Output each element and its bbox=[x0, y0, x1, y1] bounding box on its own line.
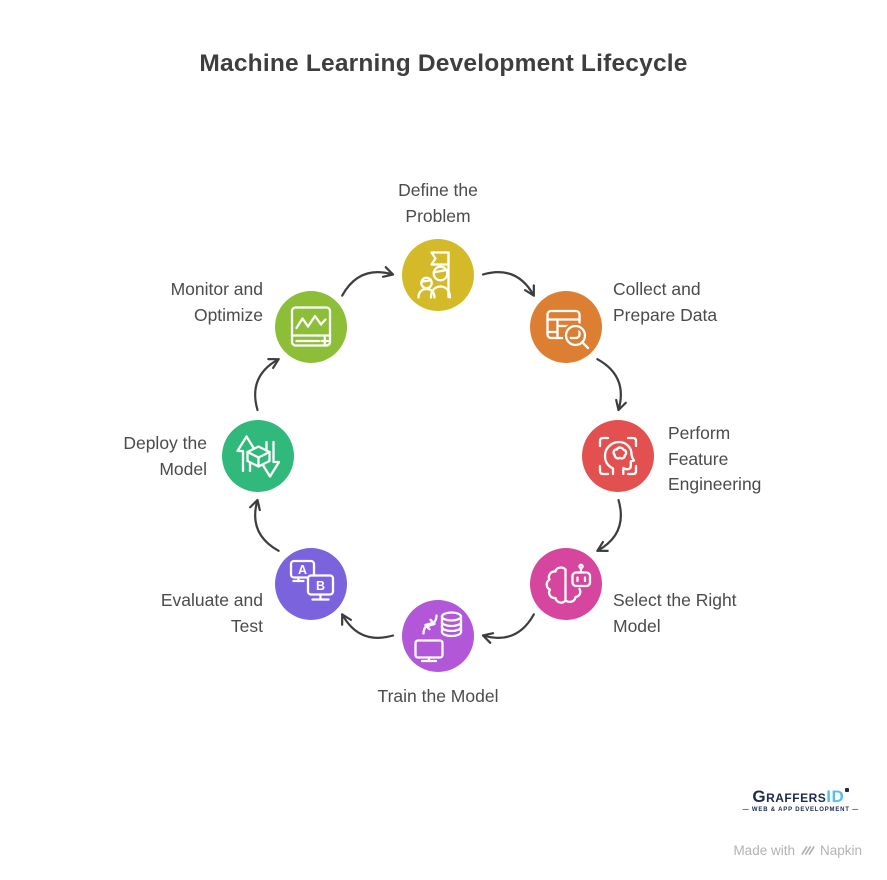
arrow-deploy-to-monitor bbox=[254, 358, 280, 412]
graffersid-tagline: — WEB & APP DEVELOPMENT — bbox=[742, 807, 859, 813]
label-evaluate-and-test: Evaluate and Test bbox=[160, 590, 263, 636]
label-select-the-right-model: Select the Right Model bbox=[613, 590, 737, 636]
node-evaluate-and-test: A B bbox=[275, 548, 347, 620]
napkin-brand-text: Napkin bbox=[819, 843, 862, 858]
arrow-define-to-collect bbox=[481, 271, 535, 297]
arrow-collect-to-feature bbox=[596, 358, 627, 412]
monitoring-chart-icon bbox=[290, 306, 332, 347]
label-perform-feature-engineering: Perform Feature Engineering bbox=[668, 423, 762, 494]
made-with-text: Made with bbox=[733, 843, 795, 858]
ab-test-monitors-icon: A B bbox=[289, 559, 335, 601]
graffersid-id-text: ID bbox=[826, 787, 845, 806]
arrow-train-to-evaluate bbox=[341, 613, 395, 639]
label-train-the-model: Train the Model bbox=[377, 686, 499, 706]
brain-robot-icon bbox=[545, 563, 592, 604]
napkin-logo-icon bbox=[801, 846, 815, 855]
label-deploy-the-model: Deploy the Model bbox=[123, 433, 207, 479]
graffersid-brand-text: Graffers bbox=[752, 787, 827, 806]
goal-flag-icon bbox=[417, 251, 452, 299]
label-collect-and-prepare-data: Collect and Prepare Data bbox=[613, 279, 718, 325]
arrow-evaluate-to-deploy bbox=[249, 498, 280, 552]
trademark-icon bbox=[845, 788, 850, 792]
node-collect-and-prepare-data bbox=[530, 291, 602, 363]
graffersid-wordmark: GraffersID bbox=[743, 788, 859, 805]
page-title: Machine Learning Development Lifecycle bbox=[199, 50, 688, 77]
label-define-the-problem: Define the Problem bbox=[398, 180, 478, 226]
node-select-the-right-model bbox=[530, 548, 602, 620]
node-define-the-problem bbox=[402, 239, 474, 311]
node-monitor-and-optimize bbox=[275, 291, 347, 363]
node-deploy-the-model bbox=[222, 420, 294, 492]
svg-text:A: A bbox=[298, 563, 307, 577]
node-perform-feature-engineering bbox=[582, 420, 654, 492]
deploy-cube-arrows-icon bbox=[236, 435, 281, 478]
head-focus-icon bbox=[598, 436, 638, 476]
arrow-monitor-to-define bbox=[341, 266, 395, 297]
label-monitor-and-optimize: Monitor and Optimize bbox=[170, 279, 263, 325]
computer-database-sync-icon bbox=[414, 611, 463, 663]
svg-text:B: B bbox=[316, 579, 325, 593]
arrow-feature-to-select bbox=[596, 498, 622, 552]
arrow-select-to-train bbox=[481, 613, 535, 644]
graffersid-logo: GraffersID — WEB & APP DEVELOPMENT — bbox=[743, 788, 859, 813]
napkin-credit: Made with Napkin bbox=[733, 843, 862, 858]
data-table-search-icon bbox=[546, 309, 591, 351]
node-train-the-model bbox=[402, 600, 474, 672]
